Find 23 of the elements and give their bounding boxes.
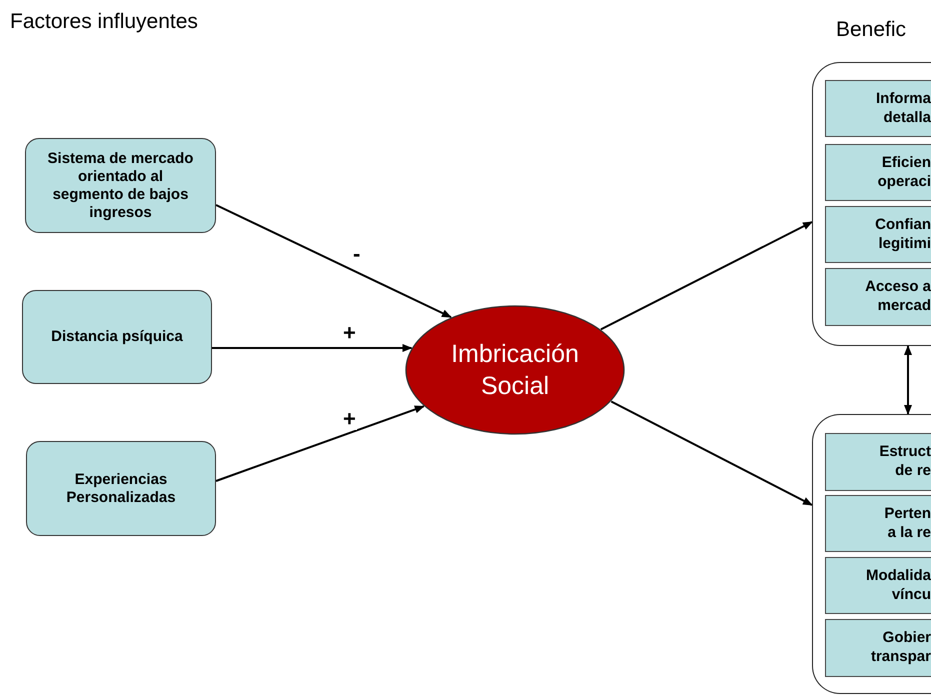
benefit-box: Informa detalla [825, 80, 931, 137]
arrow [610, 400, 813, 506]
factor-box: Experiencias Personalizadas [26, 441, 216, 536]
group-panel [812, 62, 931, 346]
group-panel [812, 414, 931, 694]
arrow [600, 221, 813, 330]
node-text: Imbricación Social [450, 338, 580, 402]
benefit-box: Acceso a mercad [825, 268, 931, 326]
benefit-box: Estruct de re [825, 433, 931, 491]
arrow [216, 204, 452, 318]
benefit-box: Modalida víncu [825, 557, 931, 614]
benefit-box: Eficien operaci [825, 144, 931, 201]
benefit-box: Perten a la re [825, 495, 931, 552]
factor-box: Sistema de mercado orientado al segmento de bajos ingresos [25, 138, 216, 233]
benefit-box: Gobier transpar [825, 619, 931, 677]
ellipse-node [405, 305, 625, 435]
heading: Benefic [836, 18, 906, 42]
arrow [212, 344, 412, 352]
factor-box: Distancia psíquica [22, 290, 212, 384]
benefit-box: Confian legitimi [825, 206, 931, 263]
heading: Factores influyentes [10, 10, 198, 34]
arrow [904, 345, 912, 415]
arrow [216, 405, 425, 482]
